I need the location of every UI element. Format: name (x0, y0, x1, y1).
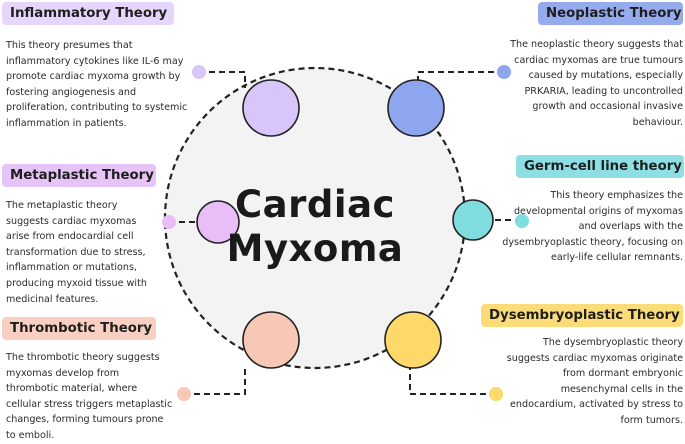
title-metaplastic: Metaplastic Theory (10, 168, 154, 183)
pill-thrombotic: Thrombotic Theory (2, 317, 156, 340)
title-thrombotic: Thrombotic Theory (10, 321, 153, 336)
title-dysembryoplastic: Dysembryoplastic Theory (489, 308, 680, 323)
desc-thrombotic: The thrombotic theory suggests myxomas d… (6, 352, 173, 441)
title-neoplastic: Neoplastic Theory (546, 6, 682, 21)
pill-germ-cell: Germ-cell line theory (516, 155, 684, 178)
desc-inflammatory: This theory presumes that inflammatory c… (6, 40, 188, 129)
dot-inflammatory (192, 65, 206, 79)
desc-metaplastic: The metaplastic theory suggests cardiac … (6, 200, 147, 305)
hub-title-line1: Cardiac (235, 183, 395, 226)
connector-neoplastic (417, 71, 504, 88)
desc-dysembryoplastic: The dysembryoplastic theory suggests car… (506, 337, 683, 426)
pill-neoplastic: Neoplastic Theory (538, 2, 683, 25)
dot-metaplastic (162, 215, 176, 229)
connector-inflammatory (199, 71, 246, 88)
connector-thrombotic (184, 368, 246, 395)
node-inflammatory (242, 79, 300, 137)
dot-germ-cell (515, 214, 529, 228)
dot-dysembryoplastic (489, 387, 503, 401)
hub-title-line2: Myxoma (226, 227, 404, 270)
node-thrombotic (242, 311, 300, 369)
desc-neoplastic: The neoplastic theory suggests that card… (510, 39, 683, 128)
dot-neoplastic (497, 65, 511, 79)
dot-thrombotic (177, 387, 191, 401)
node-germ-cell (452, 199, 494, 241)
desc-germ-cell: This theory emphasizes the developmental… (502, 190, 683, 264)
pill-inflammatory: Inflammatory Theory (2, 2, 174, 25)
node-dysembryoplastic (384, 311, 442, 369)
node-metaplastic (196, 200, 240, 244)
pill-dysembryoplastic: Dysembryoplastic Theory (481, 304, 683, 327)
pill-metaplastic: Metaplastic Theory (2, 164, 156, 187)
hub-title: Cardiac Myxoma (215, 183, 415, 271)
title-germ-cell: Germ-cell line theory (524, 159, 682, 174)
title-inflammatory: Inflammatory Theory (10, 6, 168, 21)
node-neoplastic (387, 79, 445, 137)
connector-dysembryoplastic (409, 368, 496, 395)
connector-layer (162, 65, 529, 401)
